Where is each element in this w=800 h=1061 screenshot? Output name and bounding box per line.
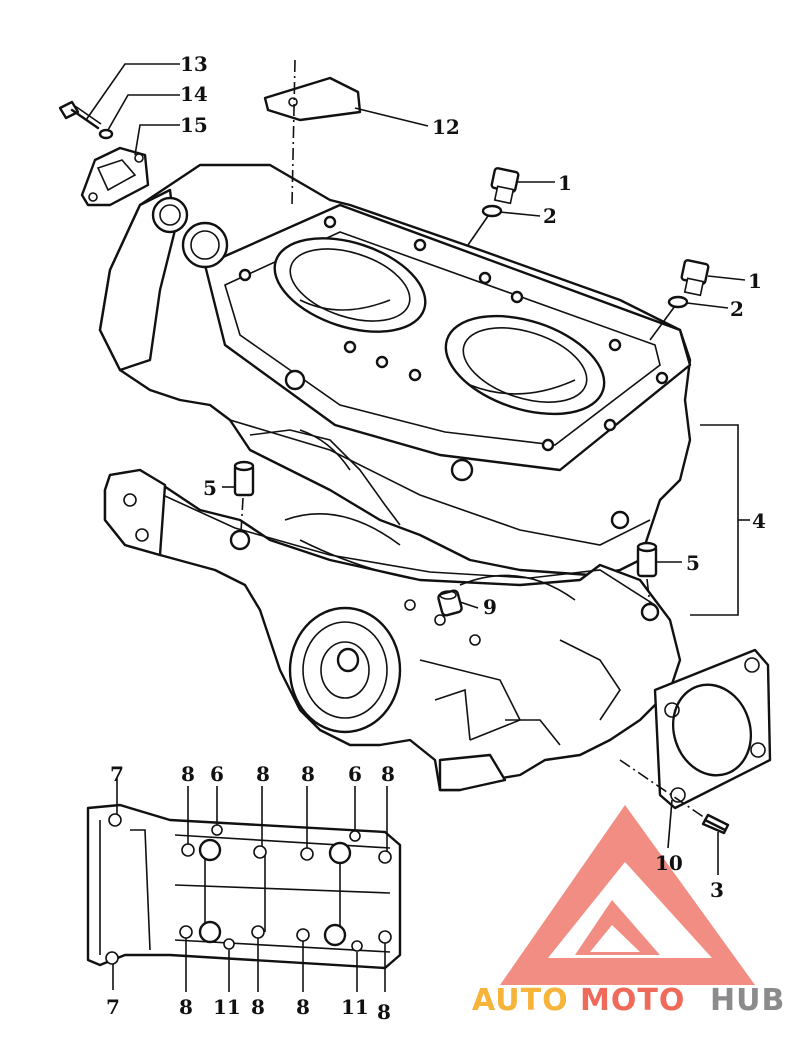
watermark-logo-icon [500, 805, 755, 985]
screw-centerline [619, 759, 706, 819]
dowel-part-9 [437, 589, 463, 617]
washer-label-14: 14 [180, 82, 208, 106]
hole-label-11a: 11 [213, 995, 241, 1019]
watermark-part-moto: MOTO [580, 983, 685, 1018]
watermark-text: AUTO MOTO HUB [472, 983, 785, 1018]
upper-crankcase [98, 163, 692, 577]
washer-part-2a [481, 204, 503, 218]
drain-bolt-part-1b [680, 259, 710, 297]
bottom-hole-7a [108, 813, 122, 827]
hole-label-7b: 7 [106, 995, 120, 1019]
hole-label-8g: 8 [296, 995, 310, 1019]
cover-label-15: 15 [180, 113, 208, 137]
lower-crankcase [103, 468, 682, 792]
hole-label-8d: 8 [381, 762, 395, 786]
dowel-centerline-b [646, 578, 651, 606]
part-labels: 1 2 1 2 3 4 5 5 6 6 7 7 8 8 8 8 8 8 8 8 … [106, 52, 766, 1024]
washer-label-2a: 2 [543, 204, 557, 228]
dowel-label-5a: 5 [203, 476, 217, 500]
watermark-part-hub: HUB [710, 983, 785, 1018]
gasket-part-10 [653, 648, 772, 810]
cover-part-15 [80, 146, 150, 207]
bolt-label-1b: 1 [748, 269, 762, 293]
hole-label-8a: 8 [181, 762, 195, 786]
bolt-part-13 [58, 100, 102, 130]
washer-part-14 [98, 128, 114, 140]
leader-lines [85, 63, 750, 992]
washer-label-2b: 2 [730, 297, 744, 321]
screw-label-3: 3 [710, 878, 724, 902]
hole-label-8f: 8 [251, 995, 265, 1019]
hole-label-11b: 11 [341, 995, 369, 1019]
gasket-label-10: 10 [655, 851, 683, 875]
dowel-part-5b [636, 541, 658, 578]
hole-label-8c: 8 [301, 762, 315, 786]
hole-label-6a: 6 [210, 762, 224, 786]
crankcase-label-4: 4 [752, 509, 766, 533]
screw-part-3 [701, 813, 730, 835]
bolt-label-13: 13 [180, 52, 208, 76]
bolt-label-1a: 1 [558, 171, 572, 195]
plate-centerline [291, 59, 296, 206]
dowel-part-5a [233, 460, 255, 497]
hole-label-7a: 7 [110, 762, 124, 786]
dowel-label-9: 9 [483, 595, 497, 619]
washer-part-2b [667, 295, 689, 309]
drain-bolt-part-1a [490, 167, 520, 205]
bottom-hole-7b [105, 951, 119, 965]
hole-label-8b: 8 [256, 762, 270, 786]
hole-label-6b: 6 [348, 762, 362, 786]
plate-label-12: 12 [432, 115, 460, 139]
plate-part-12 [263, 76, 362, 122]
watermark-part-auto: AUTO [472, 983, 569, 1018]
hole-label-8e: 8 [179, 995, 193, 1019]
dowel-centerline-a [240, 497, 244, 533]
dowel-label-5b: 5 [686, 551, 700, 575]
crankcase-bottom-view [86, 803, 402, 970]
hole-label-8h: 8 [377, 1000, 391, 1024]
